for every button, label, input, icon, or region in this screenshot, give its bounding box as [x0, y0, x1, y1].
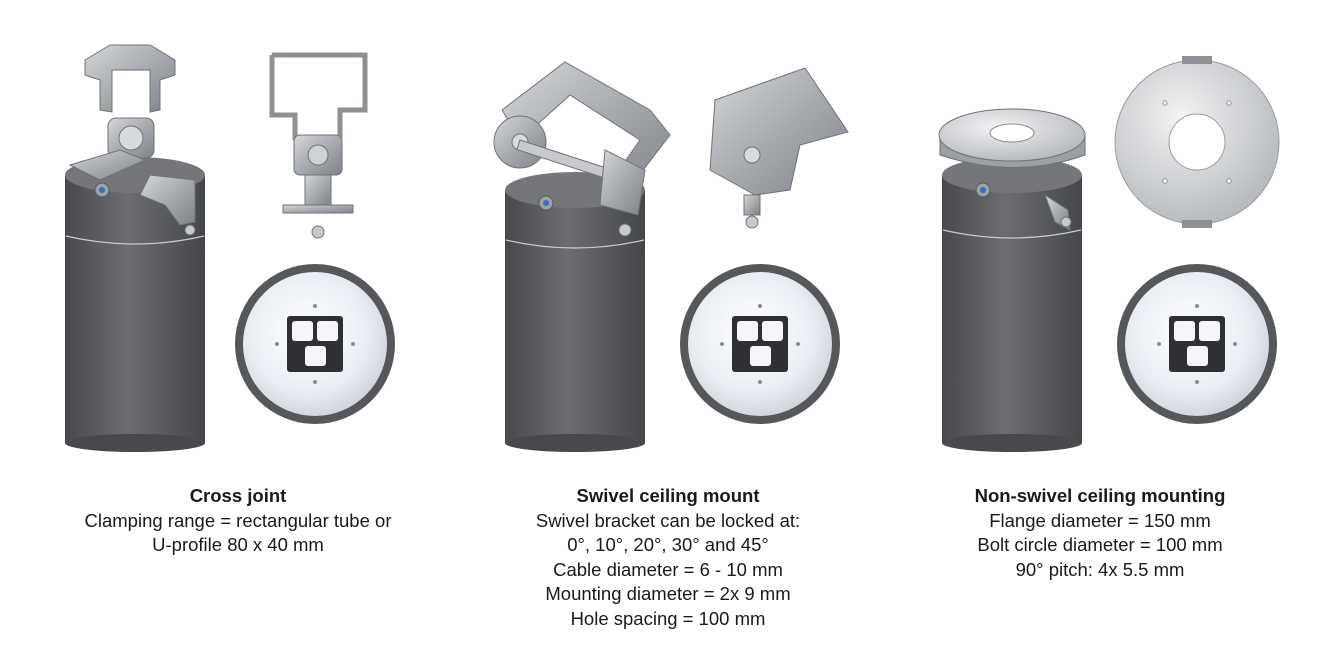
non-swivel-ceiling-mounting-panel: Non-swivel ceiling mounting Flange diame…: [880, 0, 1334, 666]
swivel-side-view: [709, 67, 849, 229]
swivel-bracket: [493, 61, 671, 237]
spec-line: 90° pitch: 4x 5.5 mm: [1015, 558, 1185, 580]
cross-joint-illustration: [65, 44, 395, 452]
non-swivel-mount-caption: Non-swivel ceiling mounting Flange diame…: [900, 484, 1300, 582]
cross-joint-bracket: [68, 44, 196, 236]
cross-joint-panel: Cross joint Clamping range = rectangular…: [0, 0, 460, 666]
swivel-mount-caption: Swivel ceiling mount Swivel bracket can …: [468, 484, 868, 631]
spec-line: Cable diameter = 6 - 10 mm: [553, 558, 783, 580]
swivel-mount-title: Swivel ceiling mount: [576, 485, 760, 506]
swivel-ceiling-mount-panel: Swivel ceiling mount Swivel bracket can …: [460, 0, 880, 666]
spec-line: Flange diameter = 150 mm: [989, 509, 1211, 531]
spec-line: U-profile 80 x 40 mm: [152, 534, 324, 555]
spec-line: 0°, 10°, 20°, 30° and 45°: [567, 534, 769, 555]
luminaire-housing: [942, 157, 1082, 452]
cross-joint-caption: Cross joint Clamping range = rectangular…: [38, 484, 438, 558]
cross-joint-side-view: [269, 52, 368, 239]
luminaire-front-view: [235, 264, 395, 424]
spec-line: Bolt circle diameter = 100 mm: [977, 534, 1223, 555]
ceiling-flange: [938, 108, 1086, 231]
cross-joint-title: Cross joint: [189, 485, 287, 506]
spec-line: Clamping range = rectangular tube or: [84, 509, 392, 531]
luminaire-housing: [505, 172, 645, 452]
swivel-mount-illustration: [493, 61, 849, 452]
flange-top-view: [1114, 56, 1280, 228]
non-swivel-mount-title: Non-swivel ceiling mounting: [974, 485, 1226, 506]
spec-line: Swivel bracket can be locked at:: [535, 509, 801, 531]
spec-line: Mounting diameter = 2x 9 mm: [545, 583, 791, 604]
spec-line: Hole spacing = 100 mm: [570, 607, 766, 629]
non-swivel-mount-illustration: [938, 56, 1280, 452]
luminaire-front-view: [1117, 264, 1277, 424]
luminaire-front-view: [680, 264, 840, 424]
